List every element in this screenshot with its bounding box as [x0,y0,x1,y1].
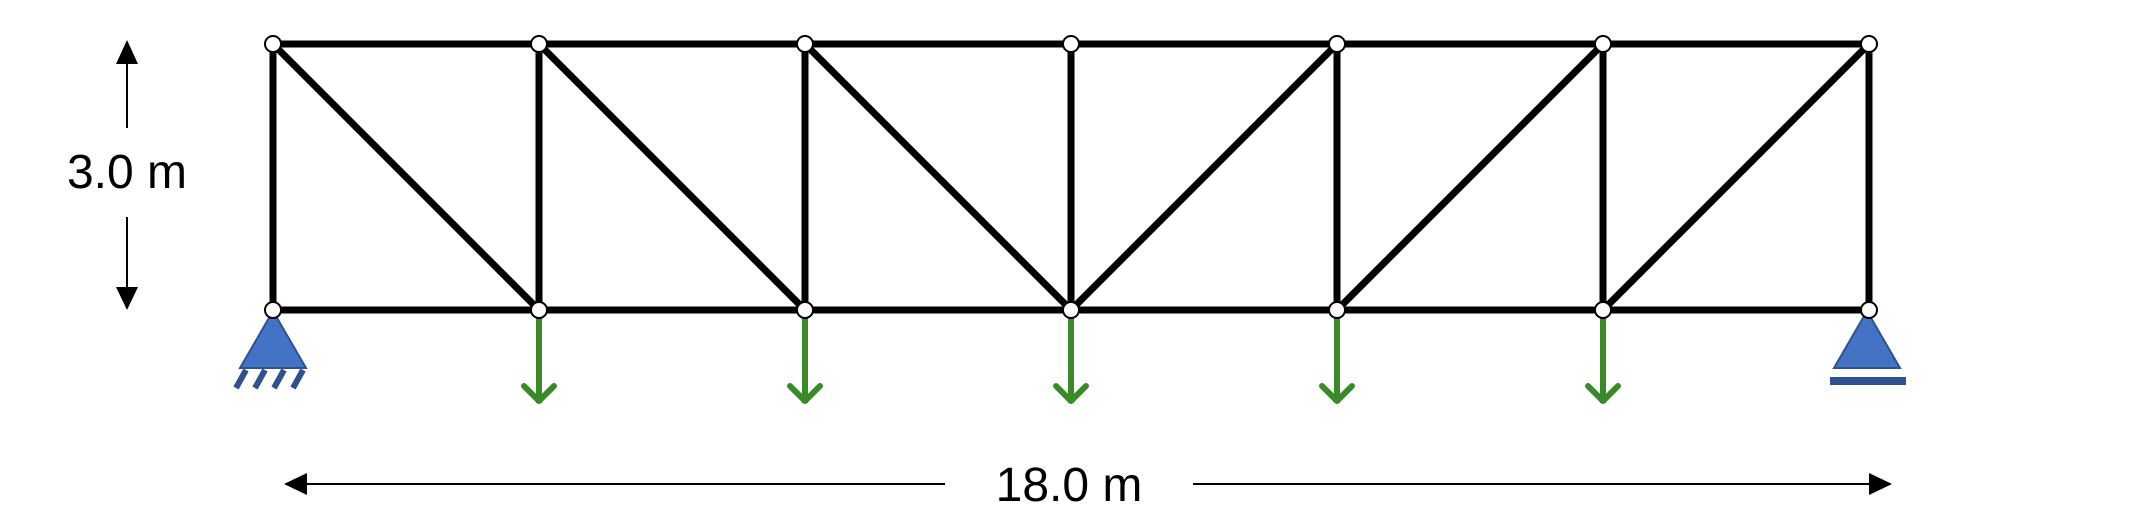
load-arrow-head [521,383,557,404]
load-arrow-5 [1585,311,1621,404]
pin-support-hatch-4 [290,368,306,390]
roller-support [1830,309,1906,385]
load-arrow-head [1053,383,1089,404]
bottom-node-3 [796,301,814,319]
top-node-7 [1860,35,1878,53]
pin-support-triangle [238,309,308,369]
diagonal-member-3 [800,39,1076,315]
load-arrow-3 [1053,311,1089,404]
pin-support-hatch-1 [233,368,249,390]
height-dimension: 3.0 m [67,40,187,310]
diagonal-member-4 [1066,39,1342,315]
load-arrows [521,311,1621,404]
bottom-node-2 [530,301,548,319]
top-node-5 [1328,35,1346,53]
pin-support [233,309,308,390]
top-node-3 [796,35,814,53]
diagonal-member-5 [1332,39,1608,315]
roller-support-base [1830,377,1906,385]
top-node-1 [264,35,282,53]
bottom-node-5 [1328,301,1346,319]
bottom-node-4 [1062,301,1080,319]
height-dim-arrowhead-down [116,287,138,310]
load-arrow-4 [1319,311,1355,404]
bottom-node-7 [1860,301,1878,319]
top-node-4 [1062,35,1080,53]
pin-support-hatch-2 [252,368,268,390]
diagonal-member-6 [1598,39,1874,315]
bottom-node-1 [264,301,282,319]
span-dim-arrowhead-right [1869,473,1892,495]
roller-support-triangle [1832,309,1902,369]
height-dim-label: 3.0 m [67,146,187,199]
top-node-6 [1594,35,1612,53]
bottom-node-6 [1594,301,1612,319]
load-arrow-1 [521,311,557,404]
load-arrow-head [787,383,823,404]
top-node-2 [530,35,548,53]
span-dim-arrowhead-left [284,473,307,495]
span-dim-label: 18.0 m [996,459,1143,512]
load-arrow-head [1585,383,1621,404]
truss-members [268,39,1874,315]
pin-support-hatch-3 [271,368,287,390]
load-arrow-2 [787,311,823,404]
load-arrow-head [1319,383,1355,404]
diagonal-member-1 [268,39,544,315]
span-dimension: 18.0 m [284,459,1892,512]
height-dim-arrowhead-up [116,40,138,64]
truss-nodes [264,35,1878,319]
diagonal-member-2 [534,39,810,315]
